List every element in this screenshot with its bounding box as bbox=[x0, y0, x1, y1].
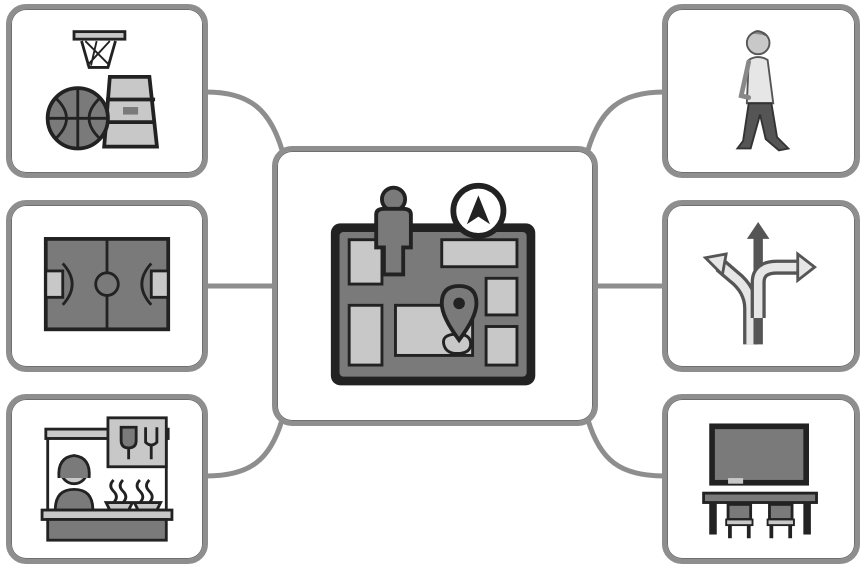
walking-person-icon bbox=[667, 9, 855, 173]
road-direction-arrows-icon bbox=[667, 205, 855, 367]
canteen-food-counter-icon bbox=[11, 399, 203, 559]
connector-bottom-right bbox=[588, 420, 664, 476]
basketball-court-icon bbox=[11, 205, 203, 367]
basketball-gym-equipment-icon bbox=[11, 9, 203, 173]
connector-top-left bbox=[206, 92, 282, 150]
map-navigation-icon bbox=[277, 151, 593, 421]
center-node bbox=[272, 146, 598, 426]
node-top-left bbox=[6, 4, 208, 178]
classroom-blackboard-desks-icon bbox=[667, 399, 855, 559]
node-middle-right bbox=[662, 200, 860, 372]
connector-top-right bbox=[588, 92, 664, 150]
node-bottom-right bbox=[662, 394, 860, 564]
node-top-right bbox=[662, 4, 860, 178]
node-middle-left bbox=[6, 200, 208, 372]
node-bottom-left bbox=[6, 394, 208, 564]
connector-bottom-left bbox=[206, 420, 282, 476]
